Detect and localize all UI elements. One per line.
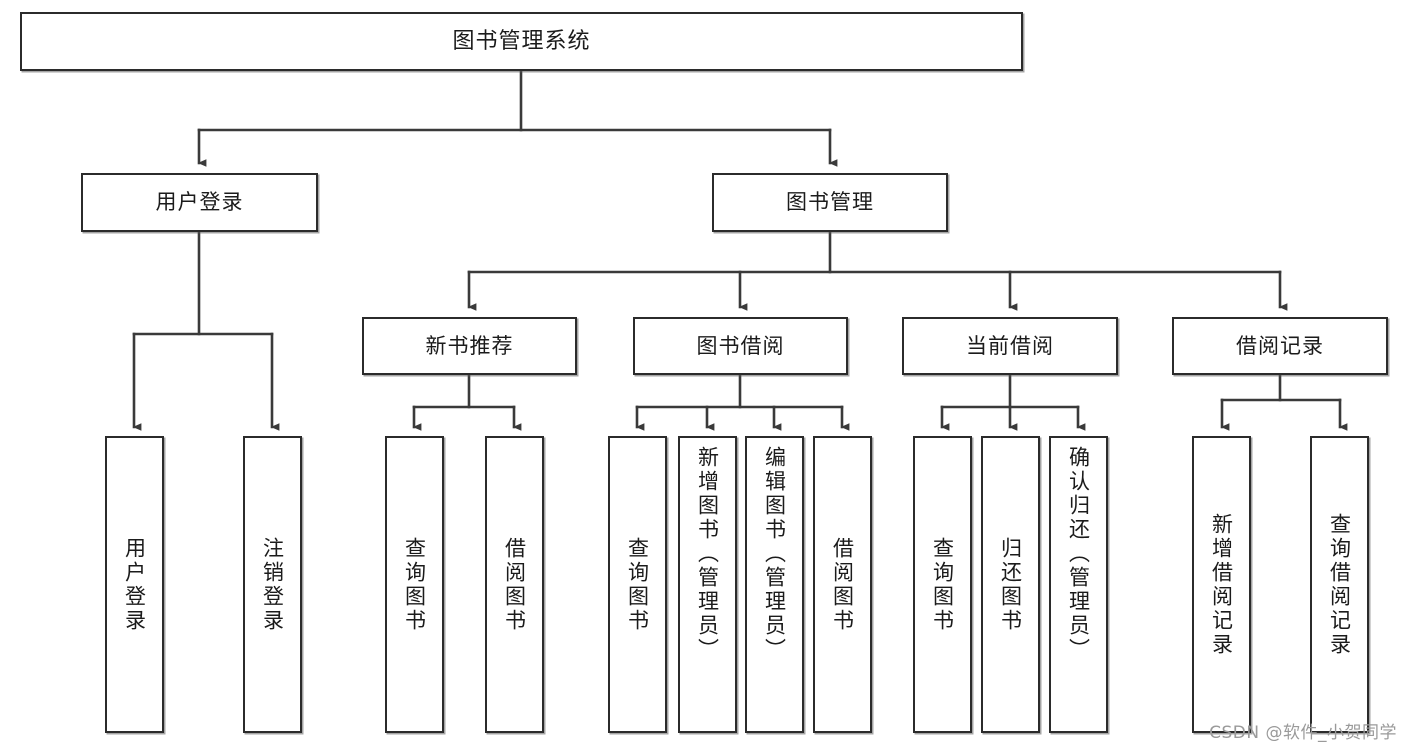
leaf-new-book-0-label: 查询图书 [402, 536, 427, 633]
node-book-borrow[interactable]: 图书借阅 [633, 317, 848, 375]
leaf-book-borrow-1-label: 新增图书（管理员） [695, 446, 720, 662]
node-user-login[interactable]: 用户登录 [81, 173, 318, 232]
leaf-current-borrow-2[interactable]: 确认归还（管理员） [1049, 436, 1108, 733]
node-book-borrow-label: 图书借阅 [696, 333, 785, 358]
leaf-new-book-1[interactable]: 借阅图书 [485, 436, 544, 733]
node-root[interactable]: 图书管理系统 [20, 12, 1023, 71]
leaf-new-book-0[interactable]: 查询图书 [385, 436, 444, 733]
leaf-current-borrow-2-label: 确认归还（管理员） [1066, 446, 1091, 662]
leaf-current-borrow-1-label: 归还图书 [998, 536, 1023, 633]
leaf-borrow-record-1[interactable]: 查询借阅记录 [1310, 436, 1369, 733]
leaf-borrow-record-1-label: 查询借阅记录 [1327, 512, 1352, 657]
leaf-book-borrow-0[interactable]: 查询图书 [608, 436, 667, 733]
node-book-manage[interactable]: 图书管理 [712, 173, 948, 232]
node-book-manage-label: 图书管理 [786, 190, 874, 215]
leaf-user-login-0-label: 用户登录 [122, 536, 147, 633]
node-borrow-record[interactable]: 借阅记录 [1172, 317, 1388, 375]
node-root-label: 图书管理系统 [452, 28, 591, 54]
leaf-book-borrow-3-label: 借阅图书 [830, 536, 855, 633]
leaf-user-login-0[interactable]: 用户登录 [105, 436, 164, 733]
node-current-borrow-label: 当前借阅 [966, 333, 1054, 358]
leaf-book-borrow-1[interactable]: 新增图书（管理员） [678, 436, 737, 733]
leaf-book-borrow-2-label: 编辑图书（管理员） [762, 446, 787, 662]
leaf-user-login-1-label: 注销登录 [260, 536, 285, 633]
node-new-book-recommend[interactable]: 新书推荐 [362, 317, 577, 375]
node-current-borrow[interactable]: 当前借阅 [902, 317, 1118, 375]
node-borrow-record-label: 借阅记录 [1236, 333, 1324, 358]
leaf-borrow-record-0[interactable]: 新增借阅记录 [1192, 436, 1251, 733]
leaf-new-book-1-label: 借阅图书 [502, 536, 527, 633]
leaf-book-borrow-3[interactable]: 借阅图书 [813, 436, 872, 733]
watermark: CSDN @软件_小贺同学 [1209, 723, 1397, 743]
node-new-book-recommend-label: 新书推荐 [425, 333, 514, 358]
leaf-book-borrow-0-label: 查询图书 [625, 536, 650, 633]
leaf-current-borrow-0[interactable]: 查询图书 [913, 436, 972, 733]
leaf-borrow-record-0-label: 新增借阅记录 [1209, 512, 1234, 657]
node-user-login-label: 用户登录 [155, 190, 244, 215]
leaf-current-borrow-1[interactable]: 归还图书 [981, 436, 1040, 733]
leaf-user-login-1[interactable]: 注销登录 [243, 436, 302, 733]
leaf-book-borrow-2[interactable]: 编辑图书（管理员） [745, 436, 804, 733]
leaf-current-borrow-0-label: 查询图书 [930, 536, 955, 633]
